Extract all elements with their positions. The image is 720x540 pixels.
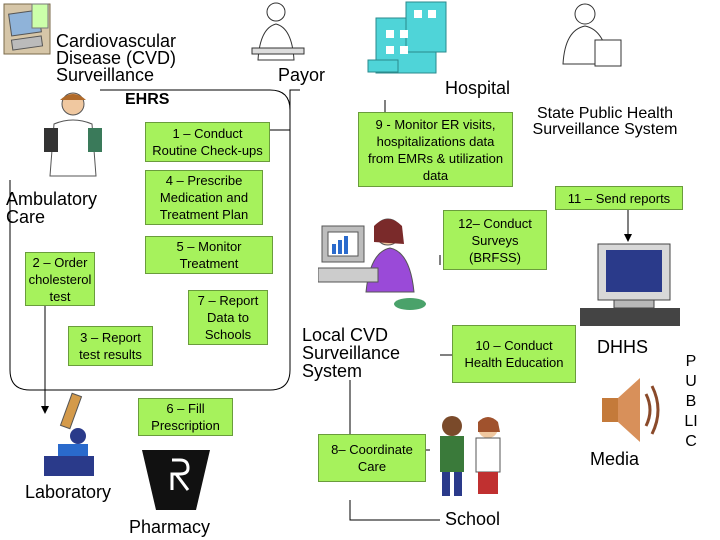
clipboard-icon: [31, 3, 49, 29]
desktop-computer-icon: [318, 218, 426, 310]
monitor-icon: [580, 243, 680, 326]
ambulatory-label: Ambulatory Care: [6, 189, 98, 227]
step-1-box: 1 – Conduct Routine Check-ups: [145, 122, 270, 162]
state-label: State Public Health Surveillance System: [532, 105, 678, 138]
step-7-box: 7 – Report Data to Schools: [188, 290, 268, 345]
office-worker-icon-2: [562, 3, 622, 67]
microscope-icon: [44, 392, 94, 476]
step-4-box: 4 – Prescribe Medication and Treatment P…: [145, 170, 263, 225]
page-title: Cardiovascular Disease (CVD) Surveillanc…: [56, 31, 177, 85]
computer-icon: [3, 3, 51, 55]
step-5-box: 5 – Monitor Treatment: [145, 236, 273, 274]
laboratory-label: Laboratory: [25, 482, 112, 502]
pharmacy-icon: [142, 450, 210, 510]
pharmacy-label: Pharmacy: [129, 517, 211, 537]
students-icon: [440, 416, 501, 496]
step-12-box: 12– Conduct Surveys (BRFSS): [443, 210, 547, 270]
hospital-label: Hospital: [445, 78, 511, 98]
office-worker-icon: [251, 2, 305, 61]
payor-label: Payor: [278, 65, 326, 85]
step-11-box: 11 – Send reports: [555, 186, 683, 210]
doctor-icon: [44, 92, 102, 177]
step-6-box: 6 – Fill Prescription: [138, 398, 233, 436]
step-2-box: 2 – Order cholesterol test: [25, 252, 95, 306]
title-line-3: Surveillance: [56, 65, 155, 85]
speaker-icon: [602, 378, 660, 442]
school-label: School: [445, 509, 501, 529]
dhhs-label: DHHS: [597, 337, 649, 357]
title-line-1: Cardiovascular: [56, 31, 177, 51]
local-label: Local CVD Surveillance System: [302, 325, 401, 381]
public-label: PUBLIC: [684, 353, 698, 450]
step-10-box: 10 – Conduct Health Education: [452, 325, 576, 383]
ehrs-frame: [9, 89, 291, 391]
ehrs-label: EHRS: [125, 91, 170, 108]
hospital-icon: [367, 1, 447, 74]
step-9-box: 9 - Monitor ER visits, hospitalizations …: [358, 112, 513, 187]
step-3-box: 3 – Report test results: [68, 326, 153, 366]
media-label: Media: [590, 449, 640, 469]
title-line-2: Disease (CVD): [56, 48, 177, 68]
step-8-box: 8– Coordinate Care: [318, 434, 426, 482]
